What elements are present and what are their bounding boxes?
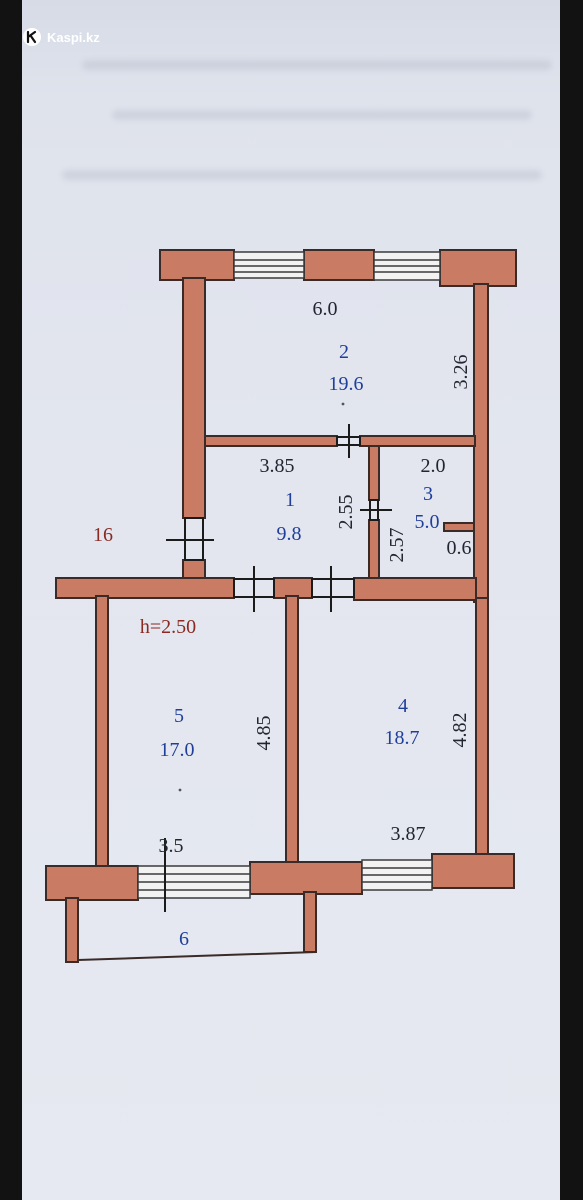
walls: [45, 249, 517, 963]
room-area: 19.6: [329, 373, 364, 395]
wall: [439, 249, 517, 287]
room-area: 9.8: [277, 523, 302, 545]
watermark: Kaspi.kz: [22, 26, 100, 48]
ceiling-height: h=2.50: [140, 616, 196, 638]
room-number: 1: [285, 489, 295, 511]
dimension-label: 4.82: [449, 713, 471, 748]
apartment-number: 16: [93, 524, 113, 546]
window: [373, 251, 441, 281]
windows: [137, 251, 441, 899]
door: [311, 566, 355, 612]
wall: [65, 897, 79, 963]
wall: [182, 277, 206, 519]
wall: [249, 861, 363, 895]
door: [360, 499, 392, 521]
dimension-label: 2.55: [335, 495, 357, 530]
balcony-outline: [77, 951, 317, 961]
room-number: 6: [179, 928, 189, 950]
room-area: 18.7: [385, 727, 420, 749]
wall: [285, 595, 299, 863]
wall: [443, 522, 475, 532]
kaspi-logo-icon: [23, 28, 41, 46]
wall: [303, 891, 317, 953]
marker-dot: [178, 788, 182, 792]
wall: [159, 249, 235, 281]
wall: [204, 435, 338, 447]
wall: [303, 249, 375, 281]
dimension-label: 3.85: [260, 455, 295, 477]
dimension-label: 0.6: [447, 537, 472, 559]
window: [233, 251, 305, 279]
smudge: [62, 170, 542, 180]
dimension-label: 6.0: [313, 298, 338, 320]
dimension-label: 2.57: [386, 528, 408, 563]
door: [233, 566, 275, 612]
window: [137, 865, 251, 899]
wall: [45, 865, 139, 901]
wall: [353, 577, 477, 601]
smudge: [82, 60, 552, 70]
wall: [431, 853, 515, 889]
watermark-text: Kaspi.kz: [47, 29, 100, 45]
wall: [359, 435, 476, 447]
wall: [368, 445, 380, 501]
dimension-label: 3.5: [159, 835, 184, 857]
door: [166, 517, 214, 561]
room-area: 5.0: [415, 511, 440, 533]
wall: [475, 597, 489, 857]
wall: [368, 519, 380, 579]
room-number: 5: [174, 705, 184, 727]
window: [361, 859, 433, 891]
wall: [95, 595, 109, 869]
room-number: 2: [339, 341, 349, 363]
wall: [55, 577, 235, 599]
room-number: 3: [423, 483, 433, 505]
door: [336, 424, 361, 458]
dimension-label: 2.0: [421, 455, 446, 477]
wall: [473, 283, 489, 603]
dimension-label: 3.87: [391, 823, 426, 845]
room-area: 17.0: [160, 739, 195, 761]
smudge: [112, 110, 532, 120]
doors: [164, 424, 392, 912]
dimension-label: 3.26: [450, 355, 472, 390]
dimension-label: 4.85: [253, 716, 275, 751]
room-number: 4: [398, 695, 408, 717]
marker-dot: [341, 402, 345, 406]
